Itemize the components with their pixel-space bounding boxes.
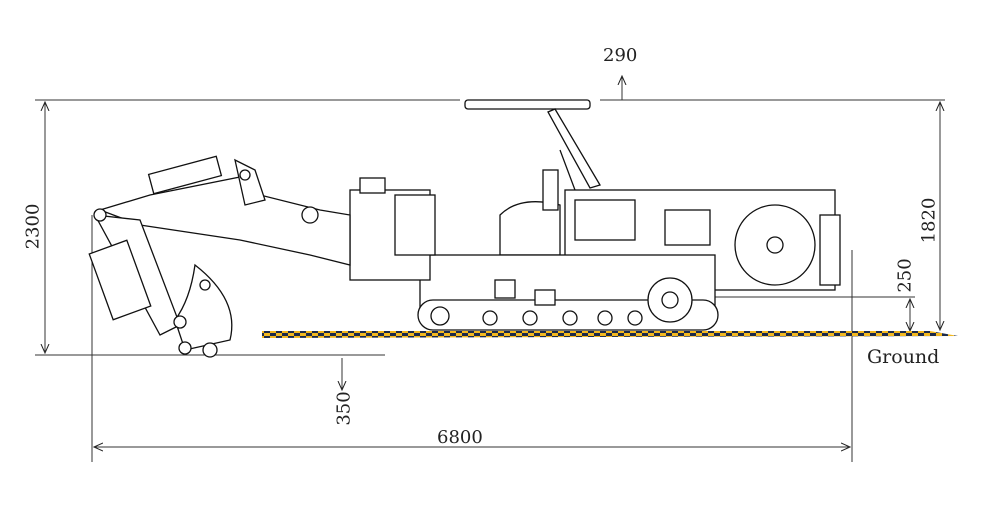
dim-canopy-height: 1820 (918, 197, 940, 244)
dimension-lines (35, 76, 945, 462)
dim-canopy-offset: 290 (603, 45, 638, 66)
ground-band (262, 331, 958, 338)
dim-ground-clearance: 250 (894, 258, 916, 293)
seat (499, 201, 561, 256)
dim-overall-length: 6800 (437, 427, 483, 448)
dim-overall-height: 2300 (22, 203, 44, 250)
dim-dig-depth: 350 (333, 391, 355, 426)
ground-label: Ground (867, 346, 940, 368)
bucket (174, 263, 233, 351)
boom (97, 174, 351, 266)
canopy-roof (464, 99, 591, 110)
machine (88, 99, 841, 358)
